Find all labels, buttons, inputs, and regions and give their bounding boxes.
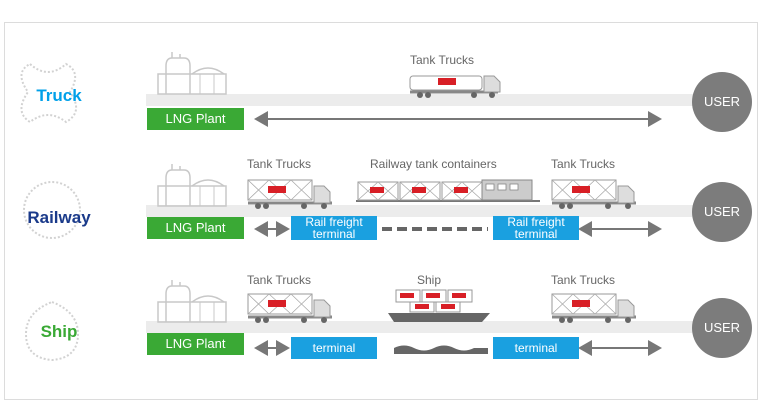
lng-plant-label: LNG Plant [147, 217, 244, 239]
vehicle-label: Ship [417, 273, 442, 287]
lng-plant-label: LNG Plant [147, 333, 244, 355]
terminal: terminal [493, 337, 579, 359]
tank-truck-icon [246, 292, 334, 325]
diagram-frame [4, 22, 758, 400]
lng-plant-label: LNG Plant [147, 108, 244, 130]
vehicle-label: Tank Trucks [247, 273, 312, 287]
rail-freight-terminal: Rail freight terminal [493, 216, 579, 240]
mode-label-ship: Ship [40, 322, 78, 341]
route-bar-railway [146, 205, 716, 217]
user-node: USER [692, 182, 752, 242]
vehicle-label: Tank Trucks [551, 273, 616, 287]
tank-truck-icon [246, 178, 334, 211]
lng-plant-icon [157, 163, 227, 207]
terminal: terminal [291, 337, 377, 359]
vehicle-label: Tank Trucks [247, 157, 312, 171]
route-bar-truck [146, 94, 716, 106]
tank-truck-icon [550, 178, 638, 211]
locomotive-icon [481, 179, 533, 201]
rail-container-icon [399, 181, 441, 201]
vehicle-label: Tank Trucks [410, 53, 475, 67]
user-node: USER [692, 72, 752, 132]
ship-mode-emblem [24, 300, 80, 362]
lng-plant-icon [157, 279, 227, 323]
tank-truck-icon [550, 292, 638, 325]
mode-label-truck: Truck [36, 86, 82, 105]
user-node: USER [692, 298, 752, 358]
railway-mode-emblem [23, 181, 81, 239]
sea-wave [394, 345, 488, 354]
truck-mode-emblem [20, 62, 77, 124]
mode-label-railway: Railway [27, 208, 91, 227]
rail-container-icon [357, 181, 399, 201]
rail-freight-terminal: Rail freight terminal [291, 216, 377, 240]
vehicle-label: Tank Trucks [551, 157, 616, 171]
route-bar-ship [146, 321, 716, 333]
vehicle-label: Railway tank containers [370, 157, 497, 171]
lng-ship-icon [388, 289, 490, 322]
rail-container-icon [441, 181, 483, 201]
lng-plant-icon [157, 51, 227, 95]
